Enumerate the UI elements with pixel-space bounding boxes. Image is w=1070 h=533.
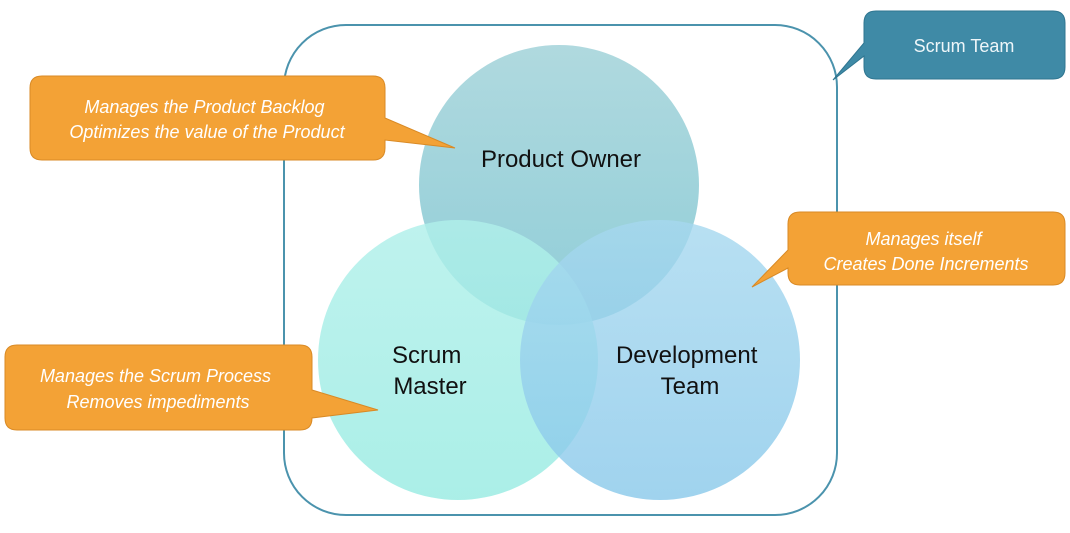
scrum-team-callout-shape: [832, 10, 1066, 81]
development-team-callout-text: Manages itself Creates Done Increments: [823, 229, 1028, 274]
development-team-callout-shape: [751, 211, 1066, 288]
product-owner-callout-shape: [29, 75, 456, 161]
scrum-master-callout-shape: [4, 344, 379, 431]
role-circles: [318, 45, 800, 500]
scrum-team-callout-text: Scrum Team: [914, 36, 1015, 56]
product-owner-callout-text: Manages the Product Backlog Optimizes th…: [69, 97, 345, 142]
scrum-team-callout: Scrum Team: [832, 10, 1066, 81]
scrum-master-callout: Manages the Scrum Process Removes impedi…: [4, 344, 379, 431]
scrum-master-callout-text: Manages the Scrum Process Removes impedi…: [40, 366, 276, 412]
product-owner-callout: Manages the Product Backlog Optimizes th…: [29, 75, 456, 161]
scrum-master-circle[interactable]: [318, 220, 598, 500]
scrum-master-label: Scrum Master: [392, 342, 468, 400]
development-team-label: Development Team: [616, 342, 764, 400]
development-team-circle[interactable]: [520, 220, 800, 500]
product-owner-label: Product Owner: [481, 146, 641, 173]
development-team-callout: Manages itself Creates Done Increments: [751, 211, 1066, 288]
